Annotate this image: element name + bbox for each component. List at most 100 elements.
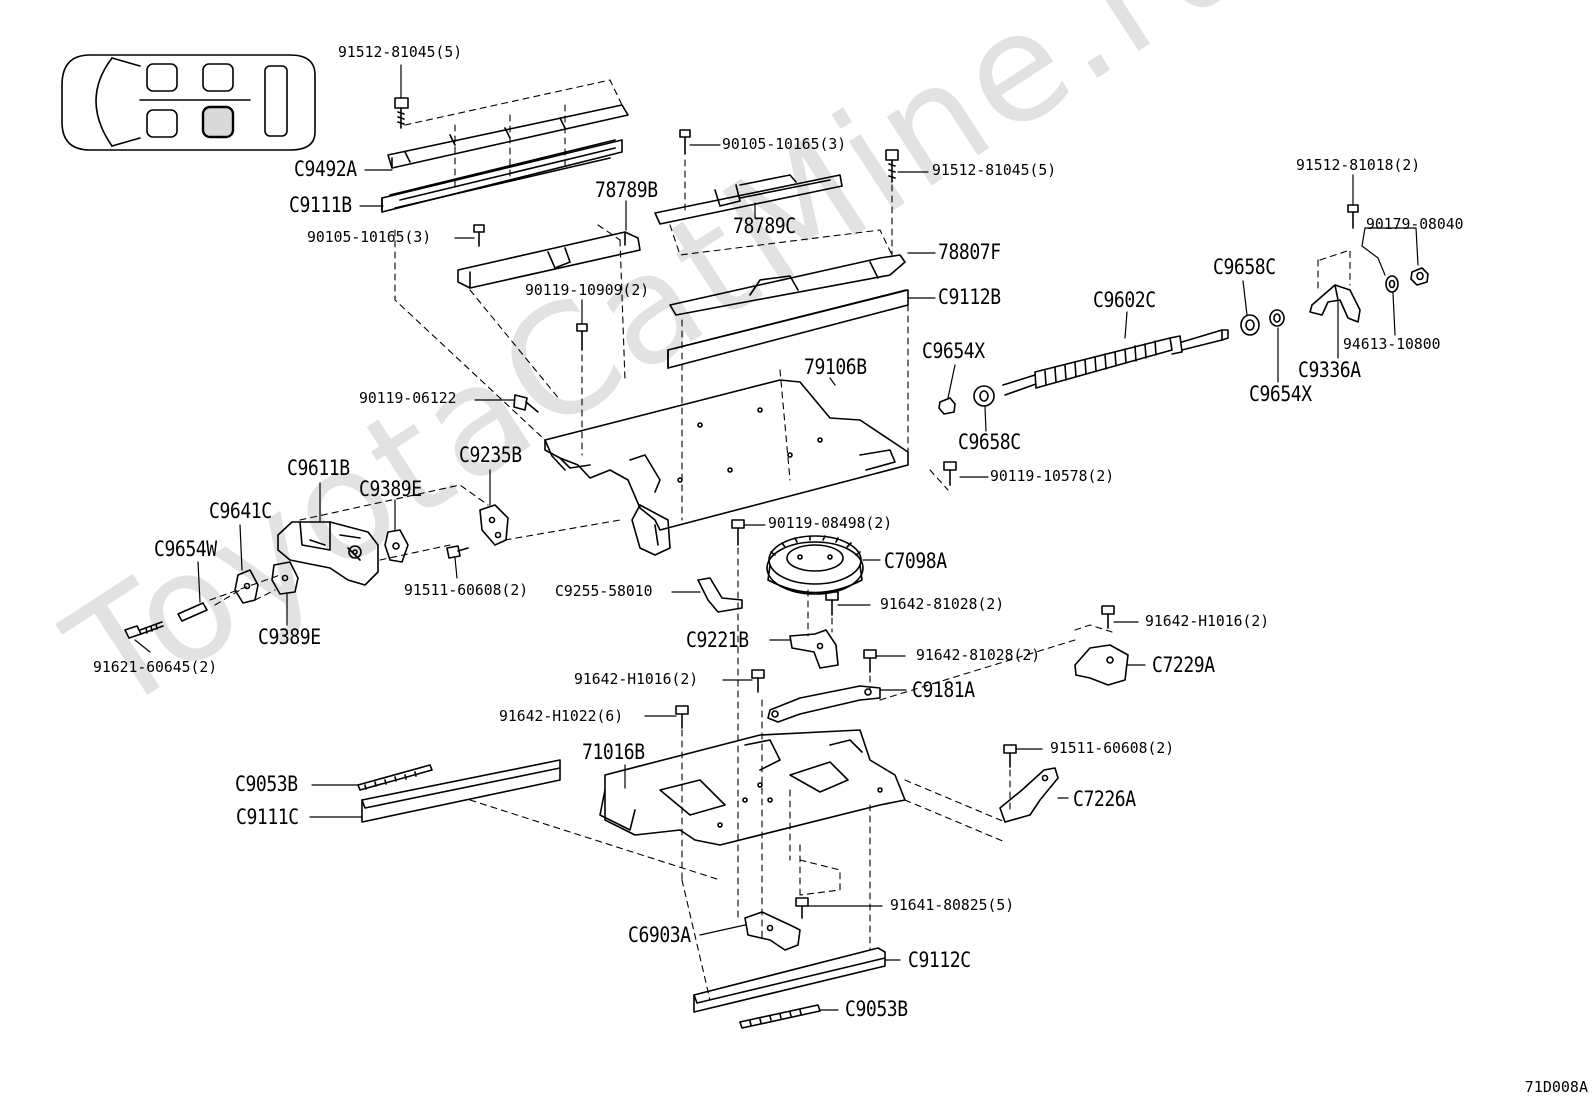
label-71016b: 71016B: [582, 740, 645, 764]
bolt-91642-h1016-right: [1101, 605, 1115, 629]
bolt-90119-10578: [943, 461, 957, 486]
diagram-code: 71D008A: [1524, 1078, 1588, 1096]
bolt-90105-10165-left: [473, 224, 485, 247]
label-c9654w: C9654W: [154, 537, 217, 561]
label-90119-06122: 90119-06122: [359, 389, 457, 407]
bolt-91642-h1016-left: [751, 669, 765, 693]
seat-rail-c9112b: [667, 289, 909, 369]
label-c7229a: C7229A: [1152, 653, 1215, 677]
label-90119-08498: 90119-08498(2): [768, 514, 893, 532]
label-91511-60608-right: 91511-60608(2): [1050, 739, 1175, 757]
bolt-91512-81045-top: [394, 97, 409, 129]
bracket-c7229a: [1074, 644, 1129, 686]
label-c9235b: C9235B: [459, 443, 522, 467]
label-91642-h1016-left: 91642-H1016(2): [574, 670, 699, 688]
label-c7098a: C7098A: [884, 549, 947, 573]
label-c9654x-left: C9654X: [922, 339, 985, 363]
seat-rail-c9112c: [693, 947, 886, 1013]
label-91642-h1022: 91642-H1022(6): [499, 707, 624, 725]
bracket-c9235b: [479, 504, 509, 546]
label-c6903a: C6903A: [628, 923, 691, 947]
label-91642-81028-top: 91642-81028(2): [880, 595, 1005, 613]
nut-c9654x-right: [1269, 309, 1285, 327]
bracket-c9255-58010: [697, 577, 743, 613]
bushing-c9658c-bottom: [973, 385, 995, 407]
label-c9111c: C9111C: [236, 805, 299, 829]
rack-c9053b-top: [357, 764, 433, 791]
label-c9181a: C9181A: [912, 678, 975, 702]
bolt-91642-81028-top: [825, 591, 839, 616]
vehicle-seat-locator-icon: [61, 54, 316, 151]
bracket-c6903a: [744, 911, 801, 951]
label-c9255-58010: C9255-58010: [555, 582, 653, 600]
washer-94613-10800: [1385, 275, 1399, 293]
bracket-c9221b: [789, 629, 839, 669]
label-c9112b: C9112B: [938, 285, 1001, 309]
label-90179-08040: 90179-08040: [1366, 215, 1464, 233]
label-c9389e-bottom: C9389E: [258, 625, 321, 649]
bolt-90105-10165-top: [679, 129, 691, 155]
seat-rail-c9111c: [361, 759, 561, 823]
label-c9111b: C9111B: [289, 193, 352, 217]
label-94613-10800: 94613-10800: [1343, 335, 1441, 353]
bolt-91511-60608-left: [446, 545, 469, 559]
bolt-91511-60608-right: [1003, 744, 1017, 768]
label-c9336a: C9336A: [1298, 358, 1361, 382]
sector-gear-c7098a: [766, 535, 864, 595]
bolt-91621-60645: [124, 621, 164, 639]
label-c9602c: C9602C: [1093, 288, 1156, 312]
label-90119-10578: 90119-10578(2): [990, 467, 1115, 485]
bushing-c9658c-top: [1240, 314, 1260, 336]
base-frame-71016b: [599, 729, 906, 846]
label-c9053b-top: C9053B: [235, 772, 298, 796]
bracket-c9336a: [1309, 284, 1361, 323]
bolt-91512-81045-mid: [885, 149, 899, 183]
bracket-c7226a: [999, 767, 1059, 823]
label-c9658c-bottom: C9658C: [958, 430, 1021, 454]
label-c9112c: C9112C: [908, 948, 971, 972]
label-c9053b-bottom: C9053B: [845, 997, 908, 1021]
label-91511-60608-left: 91511-60608(2): [404, 581, 529, 599]
label-c9641c: C9641C: [209, 499, 272, 523]
label-78807f: 78807F: [938, 240, 1001, 264]
rail-bracket-78789b: [457, 231, 641, 289]
rail-cover-78807f: [669, 254, 906, 316]
label-c7226a: C7226A: [1073, 787, 1136, 811]
label-c9221b: C9221B: [686, 628, 749, 652]
label-78789b: 78789B: [595, 178, 658, 202]
bolt-91641-80825: [795, 897, 809, 919]
bolt-91642-h1022: [675, 705, 689, 729]
label-78789c: 78789C: [733, 214, 796, 238]
bolt-90119-06122: [513, 394, 539, 413]
label-90119-10909: 90119-10909(2): [525, 281, 650, 299]
assembly-dashed-lines: [209, 79, 1351, 1001]
seat-rail-c9111b: [381, 139, 623, 213]
bracket-c9389e-top: [384, 529, 409, 563]
bolt-91642-81028-mid: [863, 649, 877, 673]
label-91621-60645: 91621-60645(2): [93, 658, 218, 676]
label-79106b: 79106B: [804, 355, 867, 379]
label-90105-10165-top: 90105-10165(3): [722, 135, 847, 153]
shaft-c9654w: [177, 602, 208, 622]
label-c9389e-top: C9389E: [359, 477, 422, 501]
link-plate-c9181a: [767, 685, 881, 723]
label-90105-10165-left: 90105-10165(3): [307, 228, 432, 246]
bolt-90119-08498: [731, 519, 745, 546]
rack-c9053b-bottom: [739, 1004, 821, 1029]
label-91642-h1016-right: 91642-H1016(2): [1145, 612, 1270, 630]
bracket-c9389e-bottom: [271, 561, 299, 595]
label-c9611b: C9611B: [287, 456, 350, 480]
label-leader-lines: [134, 64, 1419, 1011]
seat-frame-79106b: [544, 379, 909, 556]
label-c9658c-top: C9658C: [1213, 255, 1276, 279]
label-91512-81045-top: 91512-81045(5): [338, 43, 463, 61]
label-91642-81028-mid: 91642-81028(2): [916, 646, 1041, 664]
bolt-90119-10909: [576, 323, 588, 351]
lead-screw-c9602c: [1002, 329, 1229, 396]
rail-bracket-78789c: [654, 174, 843, 225]
bolt-91512-81018: [1347, 204, 1359, 229]
nut-c9654x-left: [938, 397, 956, 415]
seat-motor-c9611b: [277, 521, 379, 586]
